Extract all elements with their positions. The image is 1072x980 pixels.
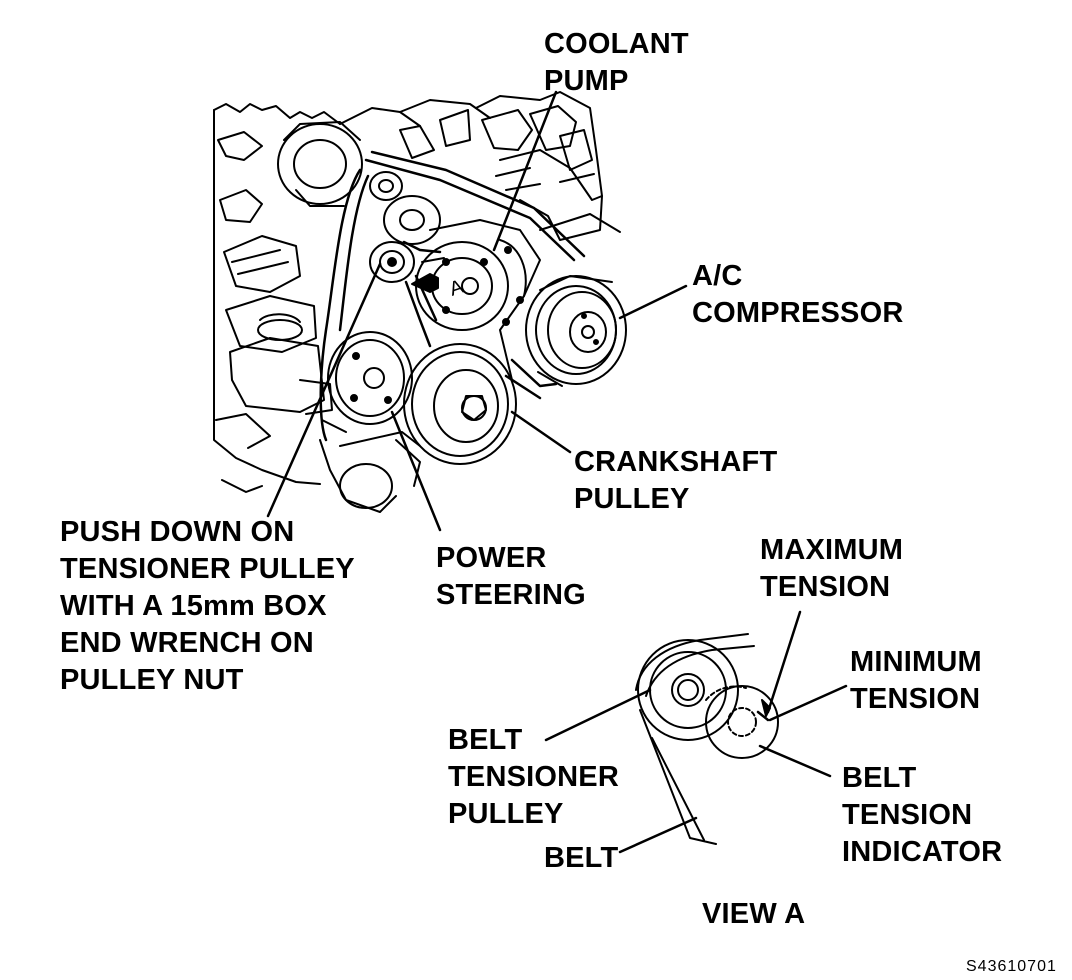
serpentine-belt — [319, 150, 586, 442]
engine-tensioner-pulley — [369, 241, 415, 283]
minimum-tension-label-line-1: MINIMUM — [850, 646, 982, 678]
belt-label-text: BELT — [544, 842, 619, 874]
view-a-marker: A — [447, 276, 467, 301]
belt-tensioner-pulley-label-line-2: TENSIONER — [448, 761, 619, 793]
ac-compressor-label-line-1: A/C — [692, 260, 743, 292]
push-down-line-2: TENSIONER PULLEY — [60, 553, 355, 585]
coolant-pump-label-line-2: PUMP — [544, 65, 629, 97]
belt-tensioner-pulley-label: BELT TENSIONER PULLEY — [448, 722, 619, 833]
ac-compressor-label-line-2: COMPRESSOR — [692, 297, 904, 329]
power-steering-label-line-2: STEERING — [436, 579, 586, 611]
view-a-label-text: VIEW A — [702, 898, 806, 930]
view-a-tensioner-pulley — [637, 639, 739, 741]
ac-compressor-label: A/C COMPRESSOR — [692, 258, 903, 332]
maximum-tension-label-line-2: TENSION — [760, 571, 891, 603]
timing-cover — [429, 213, 621, 381]
intake-manifold — [475, 91, 603, 241]
belt-tensioner-pulley-label-line-3: PULLEY — [448, 798, 564, 830]
ac-compressor — [525, 275, 627, 387]
crankshaft-pulley-label-line-1: CRANKSHAFT — [574, 446, 778, 478]
lower-engine-detail — [319, 419, 421, 513]
push-down-line-5: PULLEY NUT — [60, 664, 244, 696]
belt-label: BELT — [544, 840, 618, 877]
view-a-inset — [544, 610, 848, 854]
alternator — [277, 121, 403, 207]
minimum-tension-label: MINIMUM TENSION — [850, 644, 982, 718]
figure-code: S43610701 — [966, 958, 1057, 975]
power-steering-label: POWER STEERING — [436, 540, 586, 614]
push-down-instruction: PUSH DOWN ON TENSIONER PULLEY WITH A 15m… — [60, 514, 355, 699]
idler-pulley — [383, 195, 441, 245]
crankshaft-pulley-label-line-2: PULLEY — [574, 483, 690, 515]
belt-tension-indicator-label-line-3: INDICATOR — [842, 836, 1003, 868]
coolant-pump-label-line-1: COOLANT — [544, 28, 689, 60]
minimum-tension-label-line-2: TENSION — [850, 683, 981, 715]
belt-tension-indicator-label-line-2: TENSION — [842, 799, 973, 831]
view-a-arrow — [411, 257, 445, 293]
belt-tensioner-pulley-label-line-1: BELT — [448, 724, 523, 756]
belt-tension-indicator-label-line-1: BELT — [842, 762, 917, 794]
power-steering-pulley — [327, 331, 413, 425]
engine-block — [213, 99, 491, 493]
view-a-label: VIEW A — [702, 896, 805, 933]
crankshaft-pulley — [403, 343, 517, 465]
crankshaft-pulley-label: CRANKSHAFT PULLEY — [574, 444, 777, 518]
coolant-pump-label: COOLANT PUMP — [544, 26, 689, 100]
view-a-leaders — [544, 610, 848, 854]
callout-leaders — [266, 90, 688, 532]
maximum-tension-label-line-1: MAXIMUM — [760, 534, 904, 566]
push-down-line-3: WITH A 15mm BOX — [60, 590, 327, 622]
belt-tension-indicator-label: BELT TENSION INDICATOR — [842, 760, 1002, 871]
power-steering-label-line-1: POWER — [436, 542, 547, 574]
view-a-tension-indicator — [705, 685, 779, 759]
push-down-line-1: PUSH DOWN ON — [60, 516, 295, 548]
maximum-tension-label: MAXIMUM TENSION — [760, 532, 903, 606]
push-down-line-4: END WRENCH ON — [60, 627, 314, 659]
